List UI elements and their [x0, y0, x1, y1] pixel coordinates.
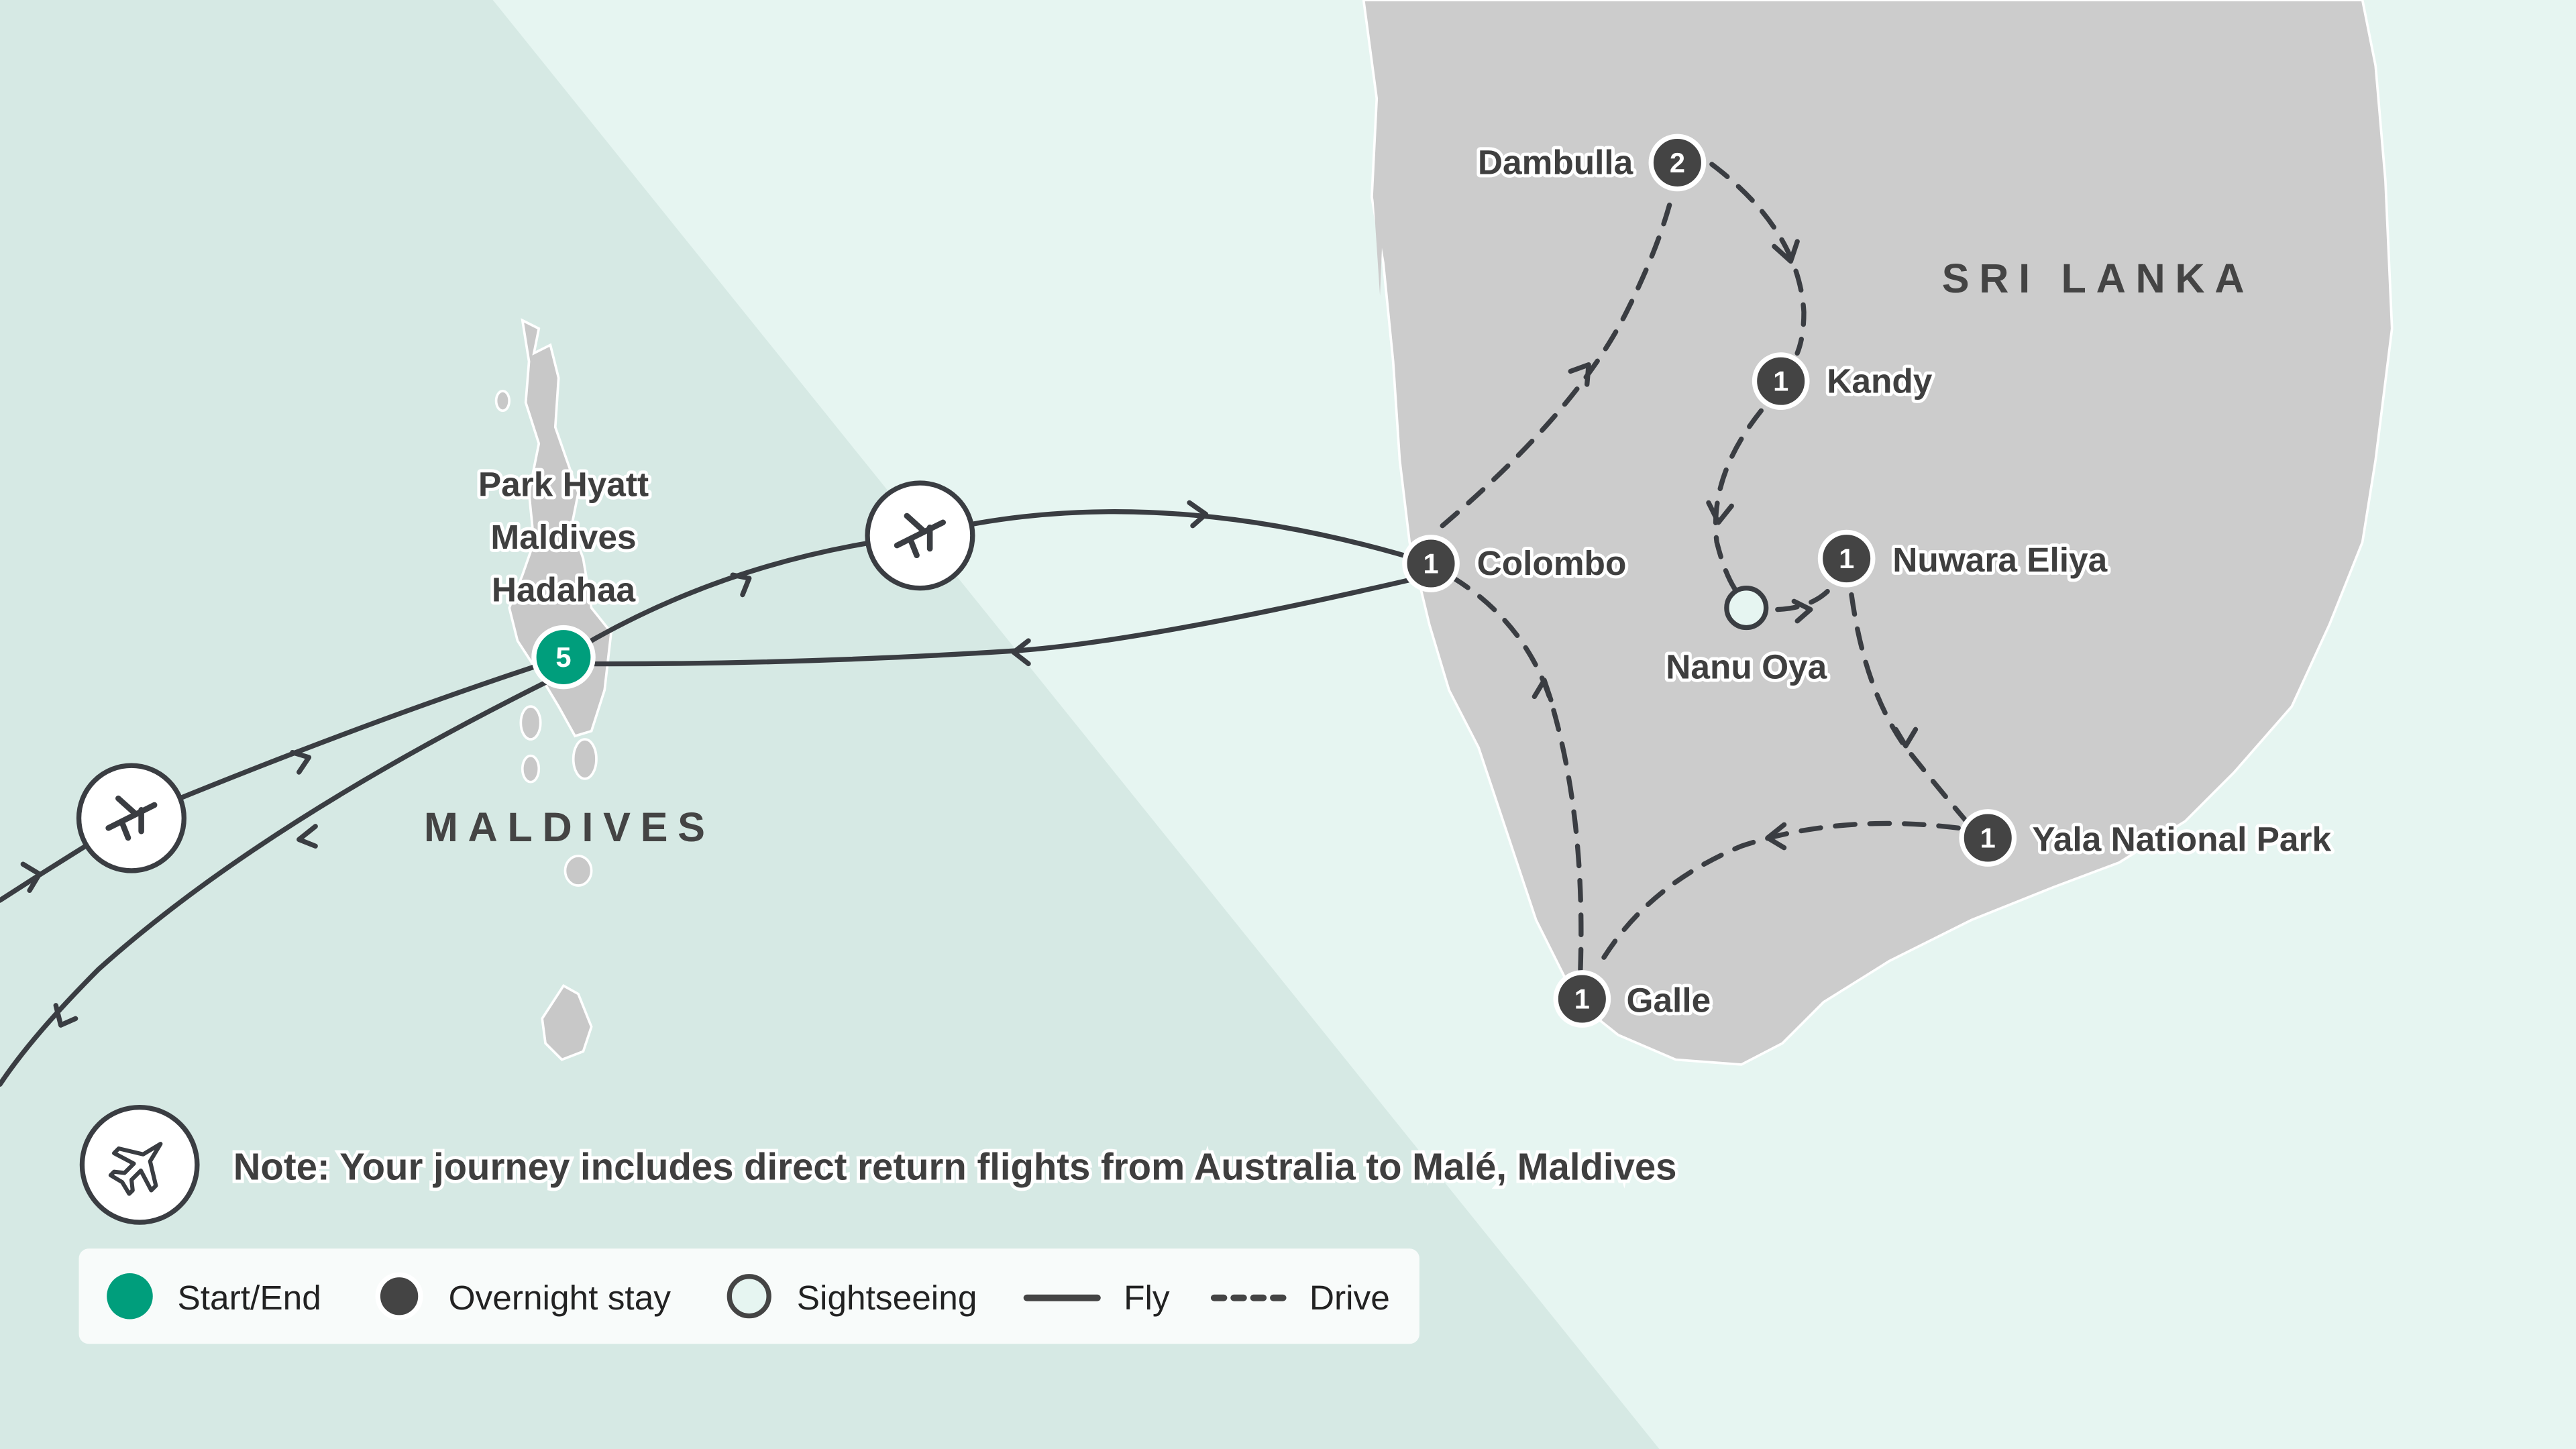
overnight-marker	[1648, 133, 1707, 192]
stop-label: Park Hyatt	[478, 465, 649, 504]
legend-start-end-label: Start/End	[177, 1278, 321, 1317]
legend-overnight-label: Overnight stay	[449, 1278, 672, 1317]
drive-kandy-nanu-oya	[1713, 408, 1764, 594]
drive-routes	[1440, 162, 1970, 972]
drive-dambulla-kandy	[1709, 162, 1807, 356]
fly-route-maldives-to-australia	[0, 671, 566, 1087]
overnight-marker	[1817, 529, 1876, 588]
stop-nanu-oya[interactable]: Nanu Oya	[1662, 586, 1831, 689]
nights-count: 1	[1839, 543, 1854, 574]
overnight-marker	[1752, 352, 1810, 411]
legend-sightseeing-swatch	[727, 1274, 771, 1319]
overnight-marker	[1402, 535, 1460, 592]
note-text: Note: Your journey includes direct retur…	[233, 1145, 1677, 1187]
stop-label: Yala National Park	[2032, 820, 2331, 859]
fly-route-australia-to-maldives	[0, 654, 566, 903]
plane-icon	[76, 763, 186, 873]
stop-label: Dambulla	[1478, 143, 1633, 182]
nights-count: 1	[1980, 822, 1996, 853]
drive-colombo-dambulla	[1440, 191, 1675, 529]
stop-label: Maldives	[490, 517, 636, 556]
legend-drive-label: Drive	[1309, 1278, 1390, 1317]
stop-label: Nanu Oya	[1666, 647, 1827, 686]
drive-yala-galle	[1594, 820, 1961, 972]
nights-count: 1	[1773, 366, 1788, 397]
stop-park-hyatt-maldives[interactable]: Park Hyatt Maldives Hadahaa 5	[475, 462, 652, 690]
stop-yala-national-park[interactable]: 1 Yala National Park	[1959, 809, 2334, 867]
nights-count: 1	[1574, 983, 1590, 1014]
stop-galle[interactable]: 1 Galle	[1553, 970, 1714, 1028]
stop-label: Galle	[1626, 981, 1711, 1020]
stop-colombo[interactable]: 1 Colombo	[1402, 535, 1629, 592]
nights-count: 2	[1670, 147, 1685, 178]
legend-overnight-swatch	[375, 1272, 423, 1320]
drive-galle-colombo	[1451, 576, 1584, 972]
overnight-marker	[1553, 970, 1611, 1028]
nights-count: 5	[555, 641, 571, 673]
flight-routes	[0, 500, 1434, 1087]
stop-label: Colombo	[1477, 543, 1627, 582]
stop-label: Nuwara Eliya	[1892, 540, 2107, 579]
country-label-maldives: MALDIVES	[424, 804, 715, 850]
legend: Start/End Overnight stay Sightseeing Fly…	[78, 1248, 1419, 1344]
start-end-marker	[531, 625, 596, 690]
stop-nuwara-eliya[interactable]: 1 Nuwara Eliya	[1817, 529, 2111, 588]
legend-start-end-swatch	[107, 1273, 153, 1320]
flight-note: Note: Your journey includes direct retur…	[79, 1104, 1680, 1225]
nights-count: 1	[1423, 548, 1438, 580]
sea-shaded-region	[0, 0, 1660, 1449]
legend-sightseeing-label: Sightseeing	[797, 1278, 977, 1317]
legend-fly-label: Fly	[1124, 1278, 1170, 1317]
plane-icon	[79, 1104, 200, 1225]
stop-label: Kandy	[1827, 361, 1933, 400]
sri-lanka-landmass	[1362, 0, 2394, 1066]
coast-detail	[1373, 197, 1384, 296]
plane-icon	[865, 480, 975, 591]
stop-label: Hadahaa	[492, 570, 636, 608]
stop-dambulla[interactable]: 2 Dambulla	[1474, 133, 1707, 192]
sightseeing-marker	[1724, 586, 1769, 631]
drive-nanu-oya-nuwara-eliya	[1775, 582, 1836, 612]
maldives-islands	[494, 318, 612, 1061]
stop-kandy[interactable]: 1 Kandy	[1752, 352, 1936, 411]
overnight-marker	[1959, 809, 2017, 867]
country-label-sri-lanka: SRI LANKA	[1942, 256, 2255, 301]
